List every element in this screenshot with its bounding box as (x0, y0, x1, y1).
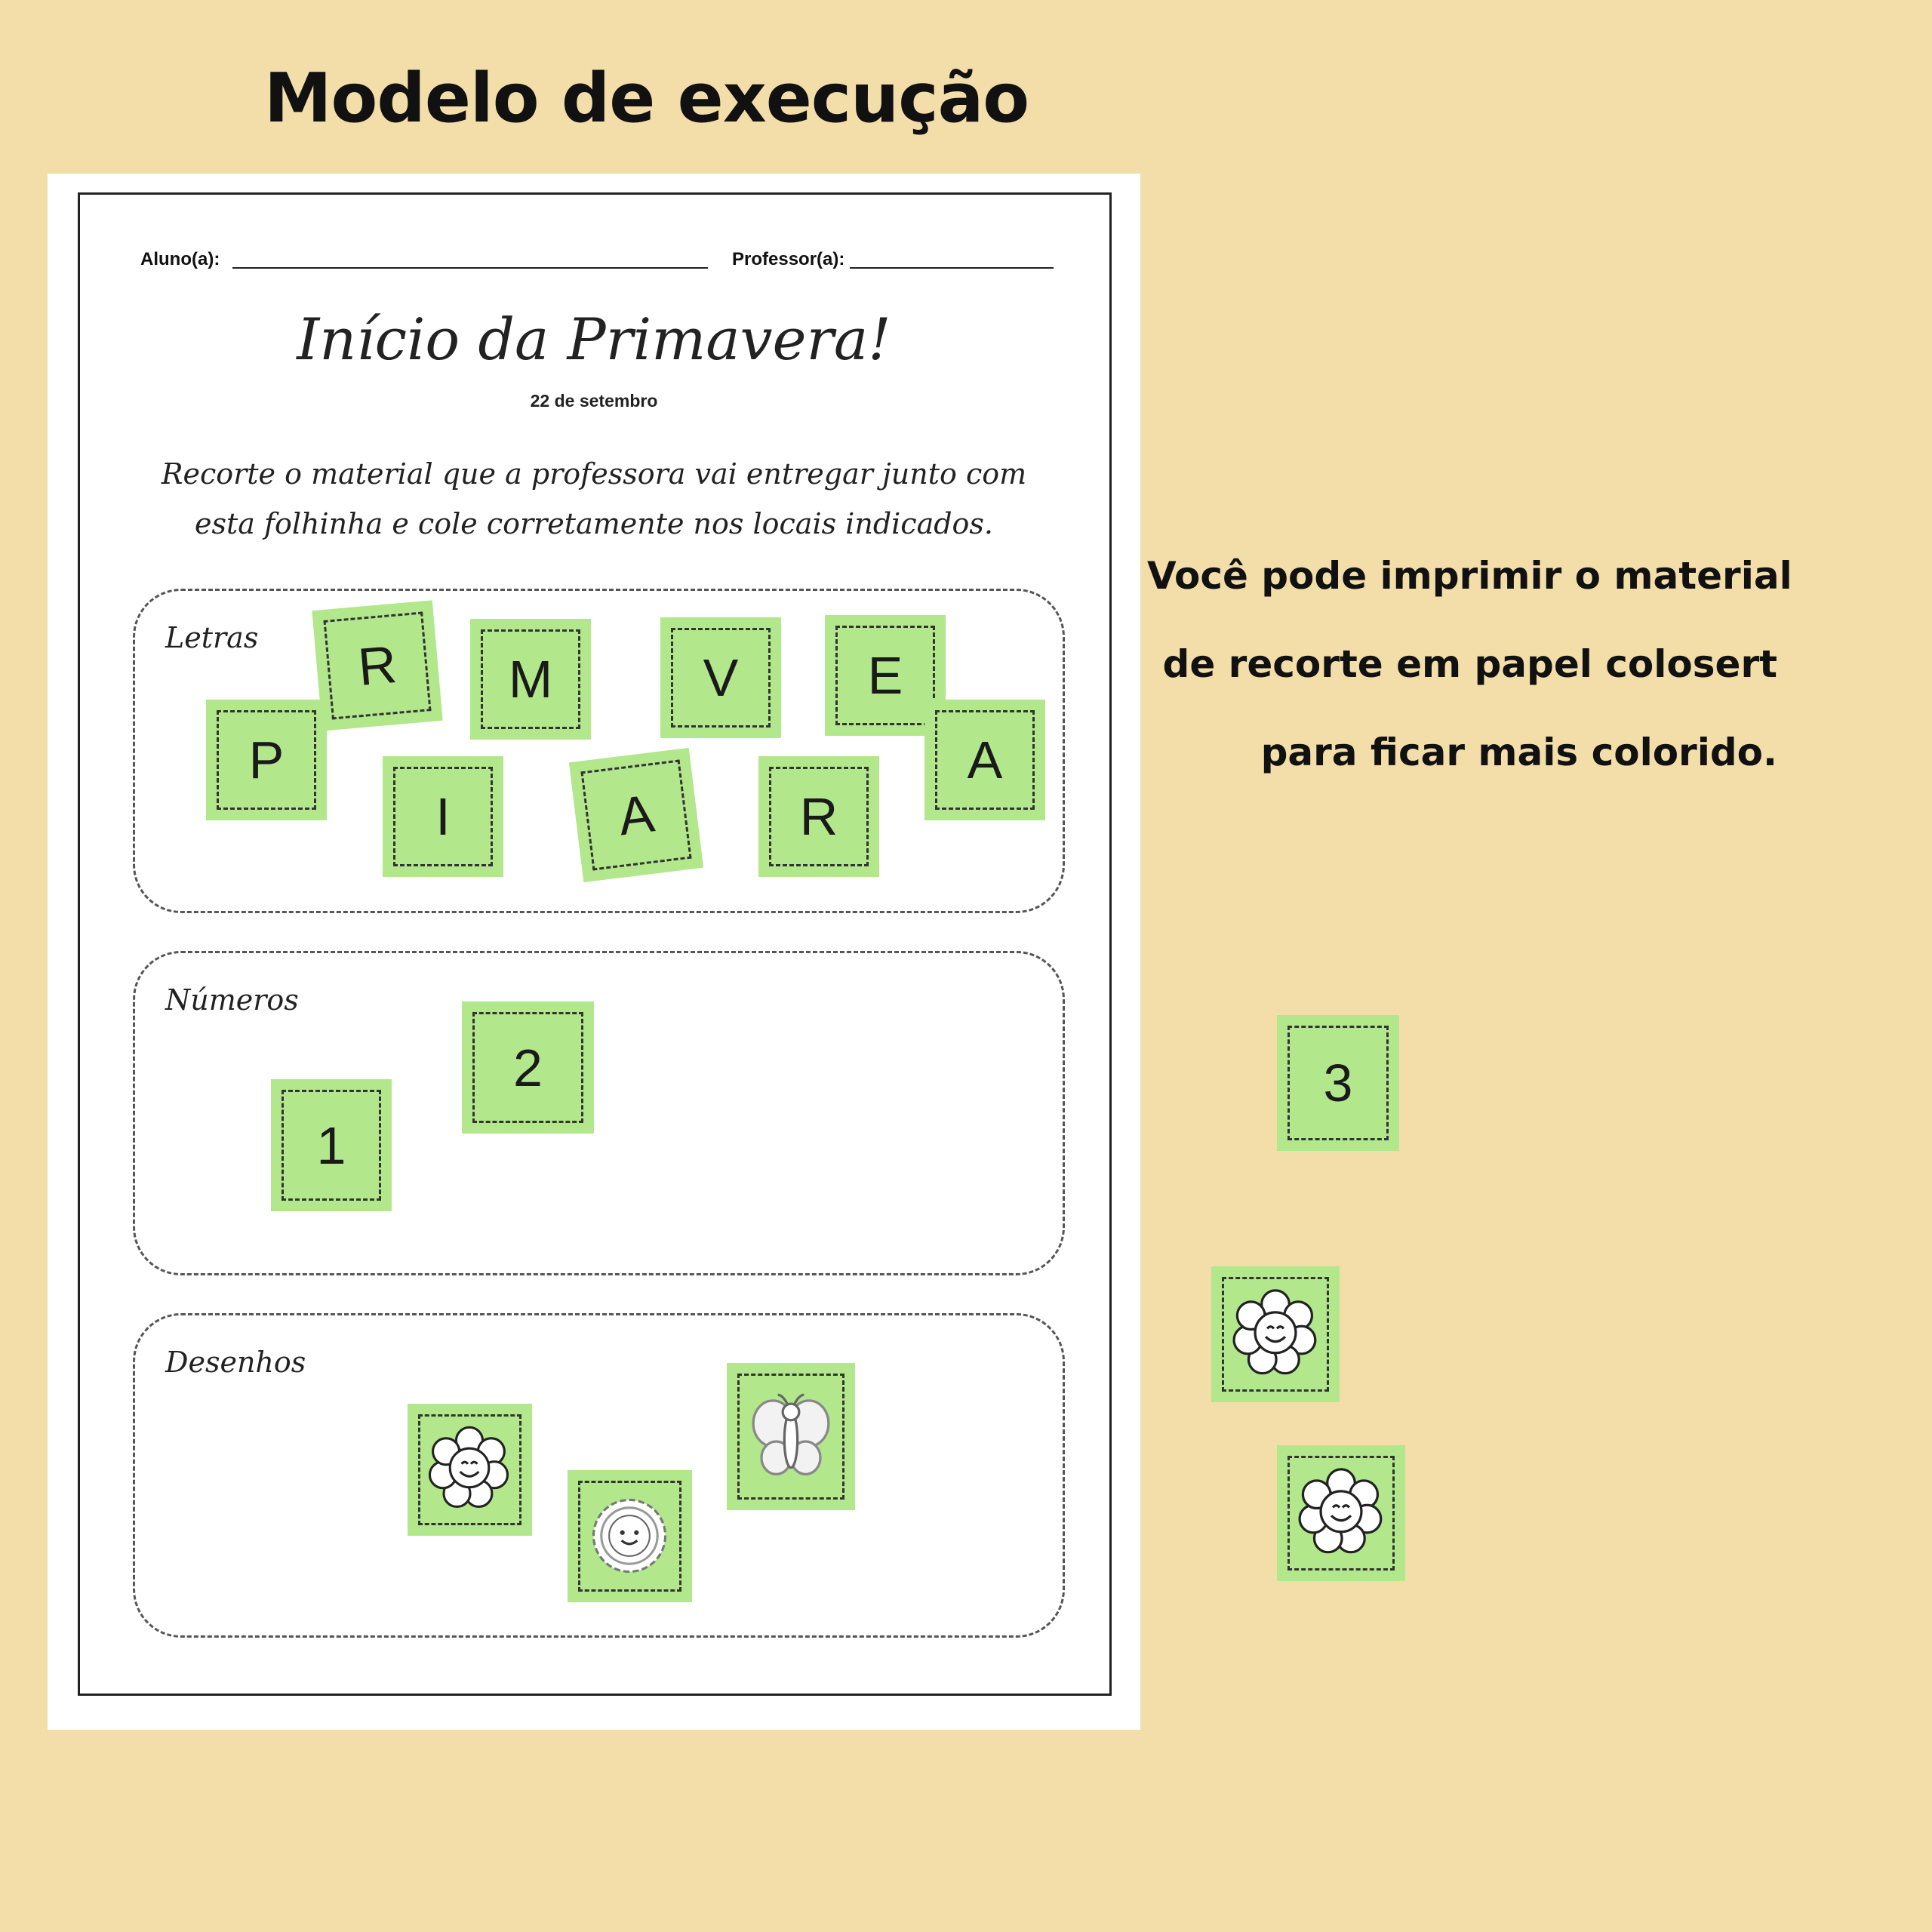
letter-card-text: V (703, 648, 739, 707)
side-note-line-3: para ficar mais colorido. (1260, 731, 1777, 774)
worksheet-paper: Aluno(a): Professor(a): Início da Primav… (48, 174, 1140, 1730)
number-card-1[interactable]: 1 (271, 1079, 392, 1211)
drawings-section: Desenhos (133, 1313, 1065, 1638)
letter-card-text: R (799, 787, 838, 846)
worksheet-title: Início da Primavera! (297, 306, 891, 373)
letter-card-a[interactable]: A (568, 747, 704, 883)
student-name-line[interactable] (232, 267, 708, 269)
flower-icon (428, 1426, 509, 1509)
letter-card-r-2[interactable]: R (758, 756, 879, 877)
drawing-card-flower[interactable] (408, 1404, 532, 1536)
side-note: Você pode imprimir o material de recorte… (1147, 532, 1792, 797)
student-label: Aluno(a): (140, 249, 220, 269)
number-card-text: 1 (316, 1115, 346, 1175)
letters-section: Letras (133, 589, 1065, 913)
flower-icon (1298, 1468, 1383, 1554)
numbers-section: Números (133, 951, 1065, 1275)
worksheet-frame (78, 192, 1112, 1696)
instruction-line-1: Recorte o material que a professora vai … (161, 457, 1027, 491)
numbers-section-label: Números (165, 983, 299, 1017)
letters-section-label: Letras (165, 621, 259, 654)
letter-card-p[interactable]: P (206, 700, 327, 820)
letter-card-text: A (967, 731, 1003, 789)
letter-card-text: M (508, 650, 553, 709)
letter-card-text: P (248, 731, 285, 789)
teacher-label: Professor(a): (732, 249, 845, 269)
drawing-card-butterfly[interactable] (727, 1363, 855, 1510)
worksheet-instruction: Recorte o material que a professora vai … (93, 449, 1095, 549)
drawings-section-label: Desenhos (165, 1346, 306, 1379)
loose-card-flower-2[interactable] (1277, 1445, 1405, 1581)
teacher-name-line[interactable] (850, 267, 1054, 269)
side-note-line-1: Você pode imprimir o material (1147, 554, 1792, 598)
sun-flower-icon (592, 1498, 667, 1574)
instruction-line-2: esta folhinha e cole corretamente nos lo… (194, 507, 994, 540)
butterfly-icon (752, 1393, 830, 1475)
letter-card-m[interactable]: M (470, 619, 591, 740)
letter-card-text: I (435, 787, 451, 846)
loose-card-3[interactable]: 3 (1277, 1015, 1399, 1151)
letter-card-a-2[interactable]: A (924, 700, 1045, 820)
number-card-2[interactable]: 2 (462, 1001, 594, 1134)
letter-card-text: A (615, 783, 657, 847)
drawing-card-sunflower[interactable] (568, 1470, 692, 1602)
letter-card-v[interactable]: V (660, 617, 781, 738)
page-heading: Modelo de execução (264, 59, 1029, 138)
worksheet-date: 22 de setembro (530, 391, 658, 411)
letter-card-text: R (355, 634, 399, 697)
loose-card-text: 3 (1323, 1054, 1353, 1112)
flower-icon (1232, 1289, 1317, 1375)
letter-card-r[interactable]: R (312, 600, 443, 731)
letter-card-i[interactable]: I (383, 756, 503, 877)
number-card-text: 2 (513, 1038, 543, 1097)
loose-card-flower[interactable] (1211, 1266, 1340, 1402)
side-note-line-2: de recorte em papel colosert (1162, 642, 1777, 686)
